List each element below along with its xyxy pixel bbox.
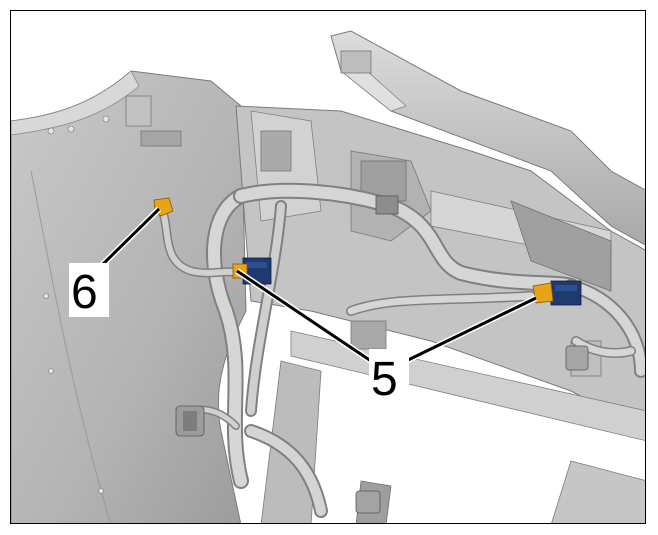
callout-6: 6	[69, 206, 162, 319]
leader-line-5b	[405, 296, 537, 363]
grey-plug-connectors	[175, 195, 589, 514]
callout-6-label: 6	[71, 266, 98, 319]
bumper-harness-diagram: 6 5	[11, 30, 645, 523]
callout-5-label-bg	[369, 349, 409, 403]
callout-5: 5	[235, 268, 538, 406]
callout-5-label: 5	[371, 353, 398, 406]
leader-line-5a	[236, 269, 372, 363]
leader-line-6	[99, 207, 161, 268]
bumper-carrier	[235, 30, 645, 523]
bumper-cover	[11, 70, 247, 523]
callout-6-label-bg	[69, 263, 109, 317]
diagram-frame: 6 5	[10, 10, 646, 524]
